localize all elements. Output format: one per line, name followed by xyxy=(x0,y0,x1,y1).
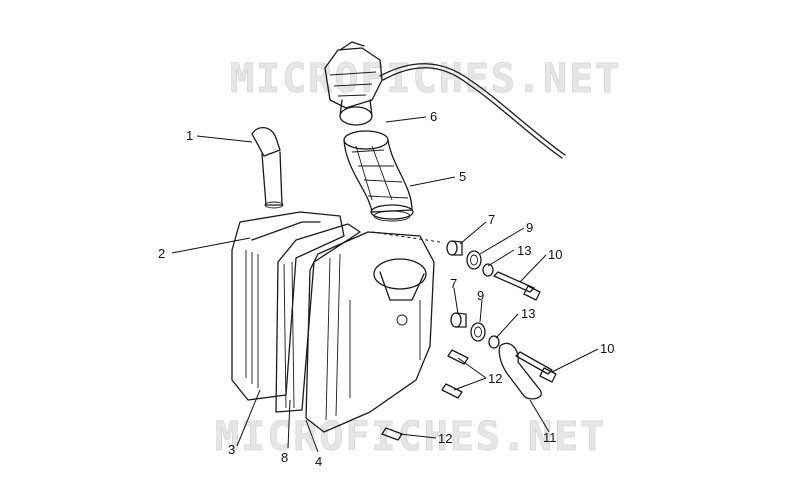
callout-12-lower: 12 xyxy=(438,431,452,446)
leader-lines xyxy=(171,116,599,453)
callout-6: 6 xyxy=(430,109,437,124)
watermark-top: MICROFICHES.NET xyxy=(230,56,621,102)
callout-5: 5 xyxy=(459,169,466,184)
hardware xyxy=(381,240,557,441)
callout-12-upper: 12 xyxy=(488,371,502,386)
carburetor xyxy=(324,41,566,159)
callout-7-upper: 7 xyxy=(488,212,495,227)
intake-duct xyxy=(343,130,414,222)
callout-11: 11 xyxy=(543,430,557,445)
callout-13-upper: 13 xyxy=(517,243,531,258)
callout-labels: 1 2 3 4 5 6 7 7 8 9 9 10 10 11 12 12 13 … xyxy=(158,109,614,469)
watermark-bottom: MICROFICHES.NET xyxy=(215,414,606,460)
callout-9-lower: 9 xyxy=(477,288,484,303)
air-filter-housing xyxy=(231,211,435,433)
callout-8: 8 xyxy=(281,450,288,465)
callout-1: 1 xyxy=(186,128,193,143)
callout-4: 4 xyxy=(315,454,322,469)
callout-13-lower: 13 xyxy=(521,306,535,321)
breather-tube xyxy=(251,127,284,209)
callout-7-lower: 7 xyxy=(450,276,457,291)
callout-10-upper: 10 xyxy=(548,247,562,262)
callout-9-upper: 9 xyxy=(526,220,533,235)
callout-3: 3 xyxy=(228,442,235,457)
callout-2: 2 xyxy=(158,246,165,261)
callout-10-lower: 10 xyxy=(600,341,614,356)
